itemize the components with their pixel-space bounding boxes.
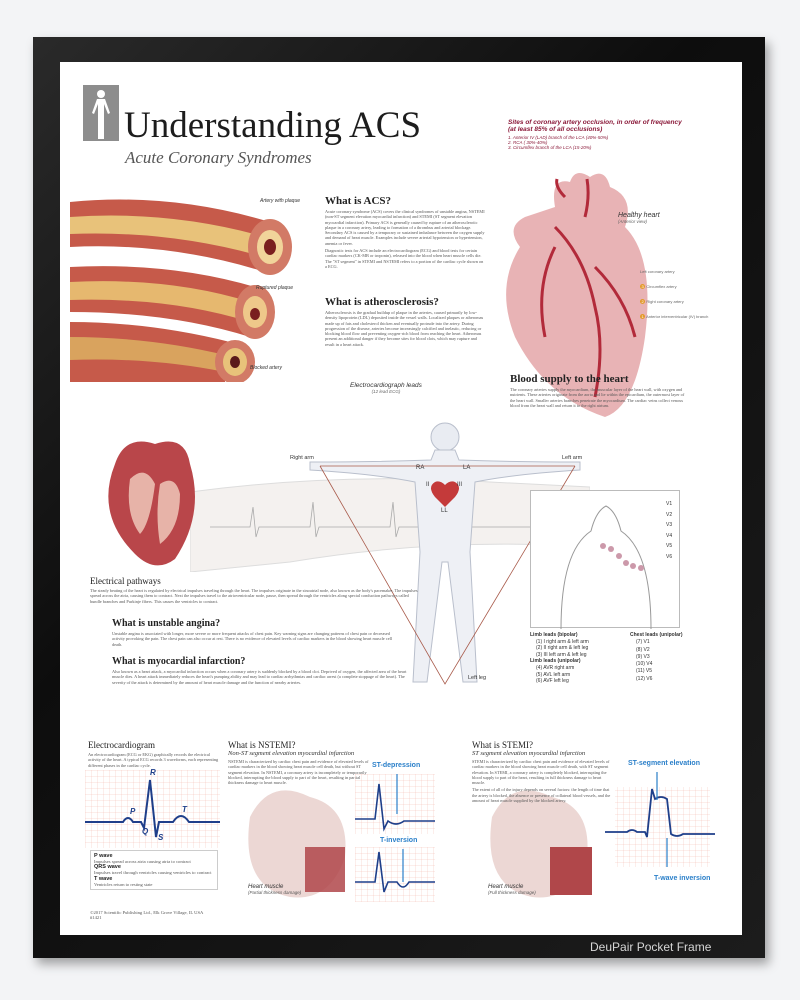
ecg-label-t: T	[182, 805, 187, 814]
label-left-leg: Left leg	[468, 675, 487, 681]
limb-leads-table: Limb leads (bipolar) (1) I right arm & l…	[530, 632, 589, 685]
lead-la: LA	[463, 465, 471, 471]
page-title: Understanding ACS	[124, 105, 422, 146]
ecg-label-p: P	[130, 807, 136, 816]
ecg-strip	[190, 478, 590, 572]
st-depression-label: ST-depression	[372, 762, 421, 769]
acs-section: What is ACS? Acute coronary syndrome (AC…	[325, 195, 485, 269]
v4-label: V4	[666, 532, 673, 539]
ecg-label-s: S	[158, 833, 164, 842]
electrocardiogram-section: Electrocardiogram An electrocardiogram (…	[88, 740, 219, 768]
lead-iii: III	[457, 482, 463, 488]
label-ruptured-plaque: Ruptured plaque	[256, 285, 293, 291]
artery-illustrations	[70, 199, 292, 382]
copyright: ©2017 Scientific Publishing Ltd., Elk Gr…	[90, 910, 204, 921]
unstable-angina-section: What is unstable angina? Unstable angina…	[112, 618, 392, 647]
stemi-muscle-label: Heart muscle (Full thickness damage)	[488, 884, 536, 895]
stemi-section: What is STEMI? ST segment elevation myoc…	[472, 740, 611, 804]
human-body-icon	[83, 85, 119, 141]
v2-label: V2	[666, 511, 673, 518]
nstemi-muscle-label: Heart muscle (Partial thickness damage)	[248, 884, 302, 895]
label-right-arm: Right arm	[290, 455, 314, 461]
blood-supply-section: Blood supply to the heart The coronary a…	[510, 373, 685, 408]
healthy-heart-label: Healthy heart (Anterior view)	[618, 212, 660, 224]
ecg-leads-title: Electrocardiograph leads (12 lead ECG)	[350, 382, 422, 394]
label-artery-with-plaque: Artery with plaque	[260, 198, 301, 204]
t-inversion-label: T-inversion	[380, 837, 418, 844]
ecg-label-r: R	[150, 768, 156, 777]
lead-ii: II	[426, 482, 430, 488]
myocardial-infarction-section: What is myocardial infarction? Also know…	[112, 656, 407, 685]
heart-cross-section	[108, 441, 195, 566]
coronary-callouts: Left coronary artery 3 Circumflex artery…	[640, 269, 709, 319]
t-wave-inversion-label: T-wave inversion	[654, 875, 711, 882]
artery-with-plaque	[70, 199, 292, 275]
lead-ra: RA	[416, 465, 425, 471]
watermark: DeuPair Pocket Frame	[590, 940, 712, 954]
nstemi-section: What is NSTEMI? Non-ST segment elevation…	[228, 740, 369, 786]
v5-label: V5	[666, 543, 673, 549]
v6-label: V6	[666, 553, 673, 560]
atherosclerosis-section: What is atherosclerosis? Atherosclerosis…	[325, 296, 484, 347]
healthy-heart-illustration	[506, 173, 648, 417]
poster: Understanding ACS Acute Coronary Syndrom…	[60, 62, 742, 935]
page-subtitle: Acute Coronary Syndromes	[125, 148, 312, 167]
human-body-figure	[309, 422, 581, 685]
nstemi-heart-illustration	[248, 790, 346, 898]
v3-label: V3	[666, 522, 673, 528]
chest-leads-table: Chest leads (unipolar) (7) V1 (8) V2 (9)…	[630, 632, 683, 682]
st-depression-ecg	[355, 774, 435, 834]
st-elevation-ecg	[605, 772, 715, 867]
t-inversion-ecg	[355, 847, 435, 902]
label-blocked-artery: Blocked artery	[250, 365, 282, 371]
lead-ll: LL	[441, 508, 448, 514]
ruptured-plaque	[70, 266, 275, 339]
stemi-heart-illustration	[490, 790, 592, 898]
v1-label: V1	[666, 501, 673, 507]
blocked-artery	[70, 322, 255, 382]
label-left-arm: Left arm	[562, 455, 583, 461]
occlusion-sites: Sites of coronary artery occlusion, in o…	[508, 119, 682, 150]
ecg-waveform-chart	[85, 770, 220, 848]
electrical-pathways-section: Electrical pathways The steady beating o…	[90, 576, 418, 604]
st-elevation-label: ST-segment elevation	[628, 760, 700, 767]
ecg-label-q: Q	[142, 827, 149, 836]
